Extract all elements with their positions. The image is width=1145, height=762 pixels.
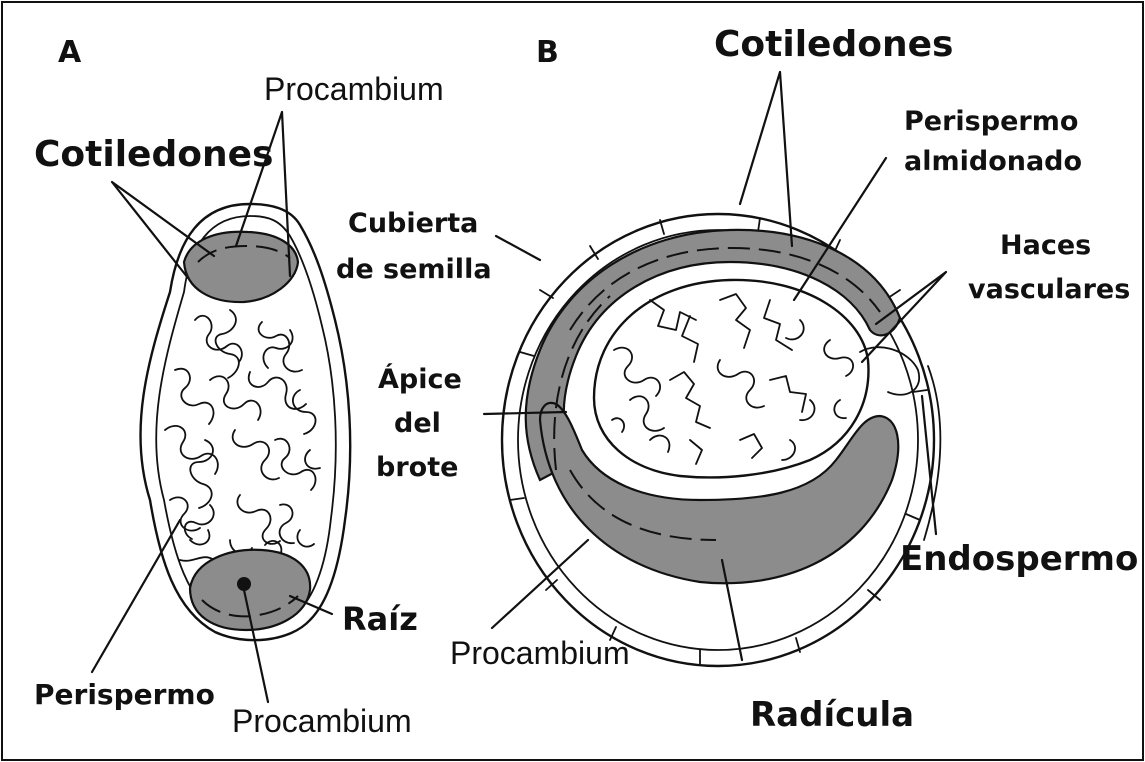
panel-a-label-raiz: Raíz — [342, 600, 418, 638]
panel-a-procambium-dot — [237, 577, 251, 591]
panel-b-label-perispermo-1: Perispermo — [904, 106, 1078, 137]
panel-b-leader-cubierta — [496, 236, 540, 260]
panel-a-label-procambium-bottom: Procambium — [232, 703, 412, 739]
panel-b-label-apice-2: del — [394, 408, 441, 439]
panel-b-label-haces-1: Haces — [1000, 230, 1091, 261]
panel-b-label-apice-1: Ápice — [378, 363, 462, 395]
panel-a-leader-perispermo — [92, 520, 180, 672]
panel-a-letter: A — [58, 35, 82, 70]
panel-b-label-cubierta-2: de semilla — [336, 254, 492, 285]
panel-b-label-radicula: Radícula — [750, 695, 914, 735]
panel-b-label-procambium: Procambium — [450, 635, 630, 671]
panel-b: B — [336, 24, 1138, 735]
panel-b-label-apice-3: brote — [376, 452, 458, 483]
panel-a-label-procambium-top: Procambium — [264, 71, 444, 107]
panel-b-label-cubierta-1: Cubierta — [348, 208, 478, 239]
panel-b-letter: B — [536, 35, 559, 70]
panel-a-label-perispermo: Perispermo — [34, 678, 215, 711]
panel-b-label-cotiledones: Cotiledones — [714, 24, 953, 65]
panel-a-label-cotiledones: Cotiledones — [34, 134, 273, 175]
panel-b-label-perispermo-2: almidonado — [904, 146, 1082, 177]
panel-b-label-haces-2: vasculares — [968, 274, 1130, 305]
panel-b-label-endospermo: Endospermo — [900, 539, 1138, 579]
